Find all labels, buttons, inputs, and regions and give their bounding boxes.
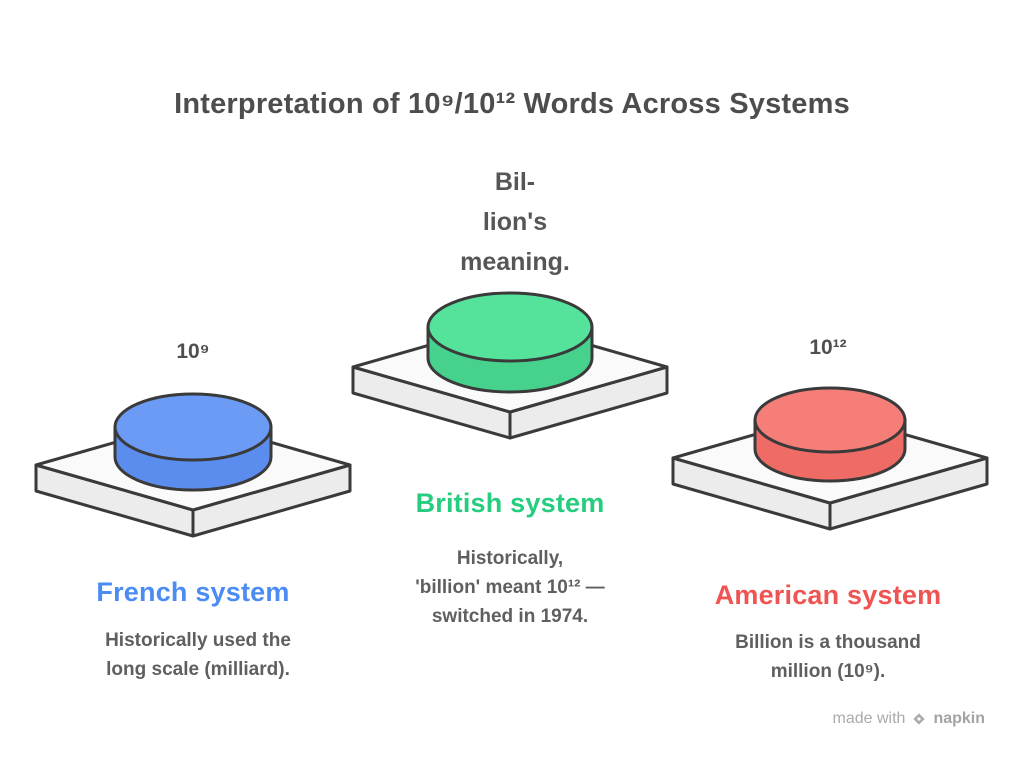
french-system-description: Historically used the long scale (millia…: [18, 626, 378, 684]
american-platform-illustration: [671, 386, 989, 531]
french-value-label: 10⁹: [176, 340, 210, 363]
center-concept-line: lion's: [482, 208, 548, 236]
description-line: Historically,: [456, 548, 564, 569]
napkin-watermark[interactable]: made with napkin: [833, 710, 985, 728]
french-disc: [113, 392, 273, 492]
american-system-label: American system: [714, 580, 942, 610]
diagram-title: Interpretation of 10⁹/10¹² Words Across …: [174, 88, 850, 120]
center-concept-line: Bil-: [494, 168, 536, 196]
american-disc: [753, 386, 907, 483]
description-line: Billion is a thousand: [735, 632, 921, 653]
british-system-label: British system: [415, 488, 605, 518]
french-system-label: French system: [96, 577, 290, 607]
napkin-logo-icon: [913, 713, 926, 725]
french-platform-illustration: [34, 392, 352, 538]
description-line: million (10⁹).: [770, 661, 886, 682]
description-line: long scale (milliard).: [106, 659, 290, 680]
center-concept-label: Bil- lion's meaning.: [355, 162, 675, 282]
american-system-description: Billion is a thousand million (10⁹).: [648, 628, 1008, 686]
center-concept-line: meaning.: [460, 248, 570, 276]
american-value-label: 10¹²: [809, 336, 847, 359]
british-system-description: Historically, 'billion' meant 10¹² — swi…: [330, 544, 690, 631]
description-line: Historically used the: [105, 630, 291, 651]
watermark-made-with-text: made with: [832, 710, 906, 727]
description-line: switched in 1974.: [431, 606, 589, 627]
description-line: 'billion' meant 10¹² —: [415, 577, 605, 598]
watermark-napkin-text: napkin: [933, 710, 985, 727]
british-disc: [426, 291, 594, 394]
british-platform-illustration: [351, 291, 669, 440]
